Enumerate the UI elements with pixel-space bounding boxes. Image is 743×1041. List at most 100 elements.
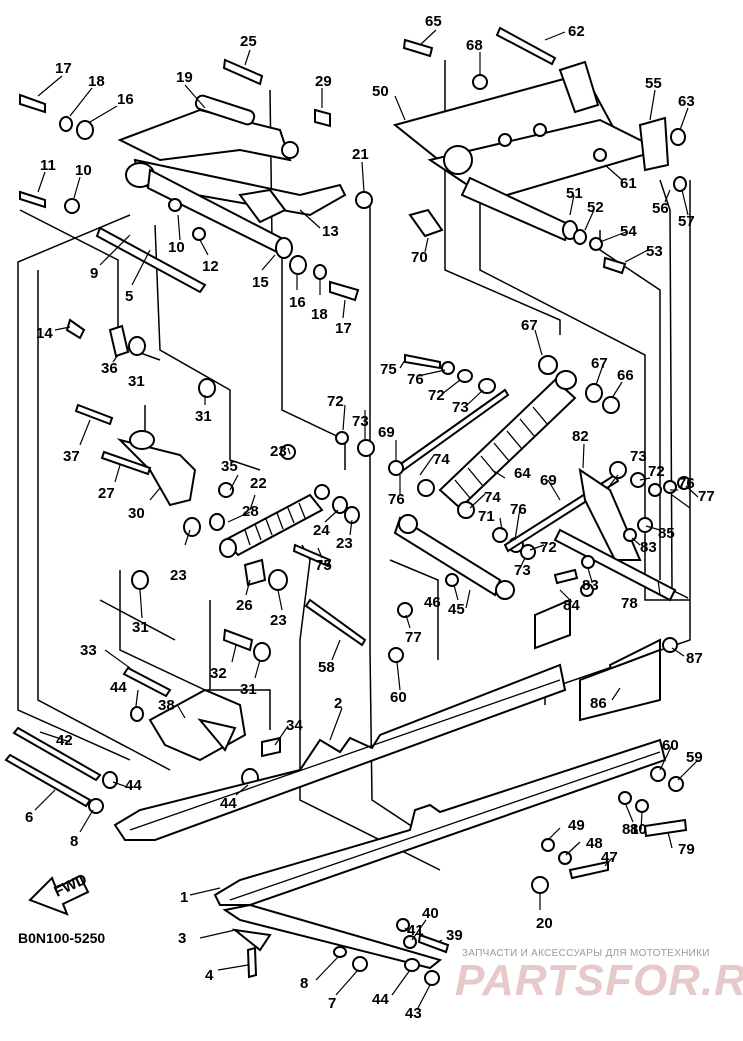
callout: 17 xyxy=(335,320,352,337)
callout: 79 xyxy=(678,841,695,858)
catalog-code: B0N100-5250 xyxy=(18,930,106,946)
callout: 28 xyxy=(242,503,259,520)
callout: 23 xyxy=(270,612,287,629)
callout: 85 xyxy=(658,525,675,542)
callout: 21 xyxy=(352,146,369,163)
callout: 6 xyxy=(25,809,33,826)
callout: 52 xyxy=(587,199,604,216)
callout: 51 xyxy=(566,185,583,202)
callout: 13 xyxy=(322,223,339,240)
callout: 12 xyxy=(202,258,219,275)
callout: 7 xyxy=(328,995,336,1012)
callout: 77 xyxy=(698,488,715,505)
callout: 76 xyxy=(678,475,695,492)
rear-shock-group xyxy=(335,353,691,722)
front-shock-group xyxy=(74,403,367,662)
callout: 62 xyxy=(568,23,585,40)
callout: 46 xyxy=(424,594,441,611)
callout: 5 xyxy=(125,288,133,305)
callout: 2 xyxy=(334,695,342,712)
callout: 9 xyxy=(90,265,98,282)
callout: 15 xyxy=(252,274,269,291)
callout: 3 xyxy=(178,930,186,947)
callout: 73 xyxy=(514,562,531,579)
callout: 32 xyxy=(210,665,227,682)
callout: 66 xyxy=(617,367,634,384)
callout: 65 xyxy=(425,13,442,30)
callout: 87 xyxy=(686,650,703,667)
callout: 78 xyxy=(621,595,638,612)
callout: 19 xyxy=(176,69,193,86)
callout: 18 xyxy=(88,73,105,90)
callout: 73 xyxy=(452,399,469,416)
callout: 61 xyxy=(620,175,637,192)
callout: 36 xyxy=(101,360,118,377)
callout: 16 xyxy=(117,91,134,108)
callout: 83 xyxy=(640,539,657,556)
callout: 29 xyxy=(315,73,332,90)
callout: 10 xyxy=(168,239,185,256)
callout: 76 xyxy=(388,491,405,508)
forward-direction-arrow: FWD xyxy=(28,871,90,916)
callout: 63 xyxy=(678,93,695,110)
callout: 42 xyxy=(56,732,73,749)
callout: 58 xyxy=(318,659,335,676)
callout: 71 xyxy=(478,508,495,525)
callout: 31 xyxy=(128,373,145,390)
callout: 72 xyxy=(648,463,665,480)
callout: 59 xyxy=(686,749,703,766)
callout: 73 xyxy=(630,448,647,465)
watermark-site: PARTSFOR.RU xyxy=(455,956,743,1005)
callout: 50 xyxy=(372,83,389,100)
leader-lines xyxy=(34,29,699,1009)
callout: 54 xyxy=(620,223,637,240)
callout: 16 xyxy=(289,294,306,311)
callout: 72 xyxy=(428,387,445,404)
watermark-tagline: ЗАПЧАСТИ И АКСЕССУАРЫ ДЛЯ МОТОТЕХНИКИ xyxy=(462,948,710,959)
callout: 81 xyxy=(622,821,639,838)
callout: 44 xyxy=(372,991,389,1008)
callout: 38 xyxy=(158,697,175,714)
callout: 23 xyxy=(270,443,287,460)
callout: 45 xyxy=(448,601,465,618)
callout: 67 xyxy=(521,317,538,334)
callout: 44 xyxy=(125,777,142,794)
callout: 24 xyxy=(313,522,330,539)
callout: 31 xyxy=(240,681,257,698)
front-pivot-arm xyxy=(117,94,347,259)
callout: 55 xyxy=(645,75,662,92)
callout: 49 xyxy=(568,817,585,834)
callout: 74 xyxy=(433,451,450,468)
callout: 82 xyxy=(572,428,589,445)
callout: 53 xyxy=(646,243,663,260)
callout: 47 xyxy=(601,849,618,866)
callout: 10 xyxy=(75,162,92,179)
callout: 83 xyxy=(582,577,599,594)
callout: 72 xyxy=(327,393,344,410)
callout: 27 xyxy=(98,485,115,502)
callout: 70 xyxy=(411,249,428,266)
callout: 11 xyxy=(40,157,56,174)
callout: 69 xyxy=(540,472,557,489)
callout: 34 xyxy=(286,717,303,734)
rear-pivot-arm xyxy=(355,26,687,275)
callout: 76 xyxy=(407,371,424,388)
callout: 31 xyxy=(132,619,149,636)
callout: 80 xyxy=(630,821,647,838)
callout: 44 xyxy=(220,795,237,812)
callout: 30 xyxy=(128,505,145,522)
callout: 41 xyxy=(407,922,424,939)
callout: 20 xyxy=(536,915,553,932)
callout: 56 xyxy=(652,200,669,217)
callout: 23 xyxy=(170,567,187,584)
callout: 31 xyxy=(195,408,212,425)
callout-numbers: 17 18 16 19 2 5 29 11 10 9 10 12 13 15 16… xyxy=(25,13,715,1022)
callout: 77 xyxy=(405,629,422,646)
callout: 18 xyxy=(311,306,328,323)
callout: 8 xyxy=(300,975,308,992)
callout: 75 xyxy=(315,557,332,574)
callout: 57 xyxy=(678,213,695,230)
callout: 75 xyxy=(380,361,397,378)
callout: 23 xyxy=(336,535,353,552)
slide-rails xyxy=(113,663,688,986)
